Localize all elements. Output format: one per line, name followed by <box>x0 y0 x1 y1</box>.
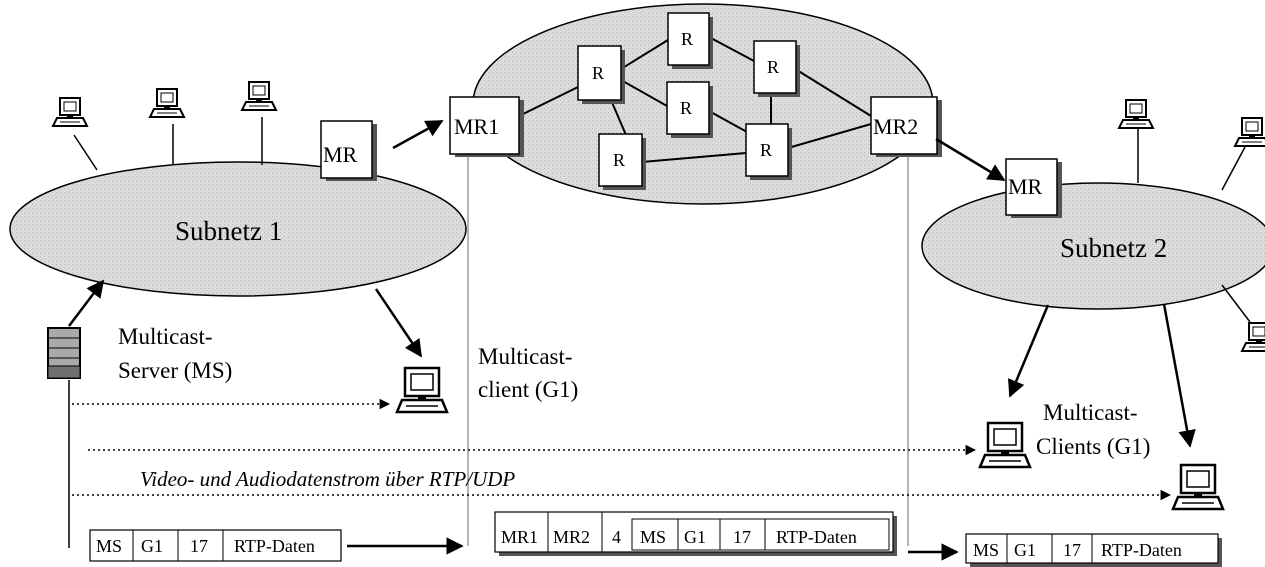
packet-field: G1 <box>684 527 706 547</box>
computer-icon <box>1241 322 1265 352</box>
server-label-line2: Server (MS) <box>118 358 232 383</box>
stream-label: Video- und Audiodatenstrom über RTP/UDP <box>140 467 515 491</box>
multicast-client-icon <box>978 421 1032 469</box>
computer-icon <box>1234 117 1265 147</box>
multicast-client-icon <box>395 366 449 414</box>
computer-icon <box>241 81 277 111</box>
router-mr-right <box>1005 158 1058 216</box>
router-r-label: R <box>760 140 772 160</box>
subnet-1-ellipse <box>9 161 467 297</box>
router-mr-label: MR <box>323 142 358 167</box>
computer-icon <box>149 88 185 118</box>
server-label-line1: Multicast- <box>118 324 213 349</box>
subnet-2-label: Subnetz 2 <box>1060 233 1167 263</box>
router-mr-left <box>320 120 373 179</box>
router-r <box>666 81 710 135</box>
packet-field: G1 <box>1014 540 1036 560</box>
packet-field: G1 <box>141 536 163 556</box>
router-r <box>598 133 643 187</box>
computer-icon <box>52 97 88 127</box>
packet-field: 17 <box>733 527 751 547</box>
router-mr2 <box>870 96 938 155</box>
client-label-line1: Multicast- <box>478 344 573 369</box>
router-mr-label: MR <box>1008 174 1043 199</box>
router-r-label: R <box>613 150 625 170</box>
router-r <box>577 45 622 101</box>
router-r-label: R <box>680 98 692 118</box>
clients-label-line2: Clients (G1) <box>1036 434 1150 459</box>
subnet-1-label: Subnetz 1 <box>175 216 282 246</box>
packet-field: MR2 <box>553 527 590 547</box>
router-mr1 <box>449 96 520 155</box>
router-mr1-label: MR1 <box>454 114 499 139</box>
packet-2: MR1 MR2 4 MS G1 17 RTP-Daten <box>494 511 897 556</box>
packet-field: MR1 <box>501 527 538 547</box>
router-r <box>745 123 789 177</box>
multicast-client-icon <box>1171 463 1225 511</box>
packet-field: 4 <box>612 527 621 547</box>
multicast-server-icon <box>47 327 81 379</box>
packet-field: 17 <box>190 536 208 556</box>
router-r-label: R <box>767 57 779 77</box>
packet-field: MS <box>96 536 122 556</box>
computer-icon <box>1118 99 1154 129</box>
client-label-line2: client (G1) <box>478 377 578 402</box>
clients-label-line1: Multicast- <box>1043 400 1138 425</box>
packet-field: MS <box>973 540 999 560</box>
router-r-label: R <box>592 63 604 83</box>
packet-field: MS <box>640 527 666 547</box>
router-r <box>753 40 797 94</box>
packet-1: MS G1 17 RTP-Daten <box>89 529 342 562</box>
packet-field: RTP-Daten <box>234 536 315 556</box>
router-mr2-label: MR2 <box>873 114 918 139</box>
packet-3: MS G1 17 RTP-Daten <box>965 533 1222 567</box>
packet-field: RTP-Daten <box>1101 540 1182 560</box>
router-r <box>667 12 710 66</box>
packet-field: RTP-Daten <box>776 527 857 547</box>
router-r-label: R <box>681 29 693 49</box>
packet-field: 17 <box>1063 540 1081 560</box>
